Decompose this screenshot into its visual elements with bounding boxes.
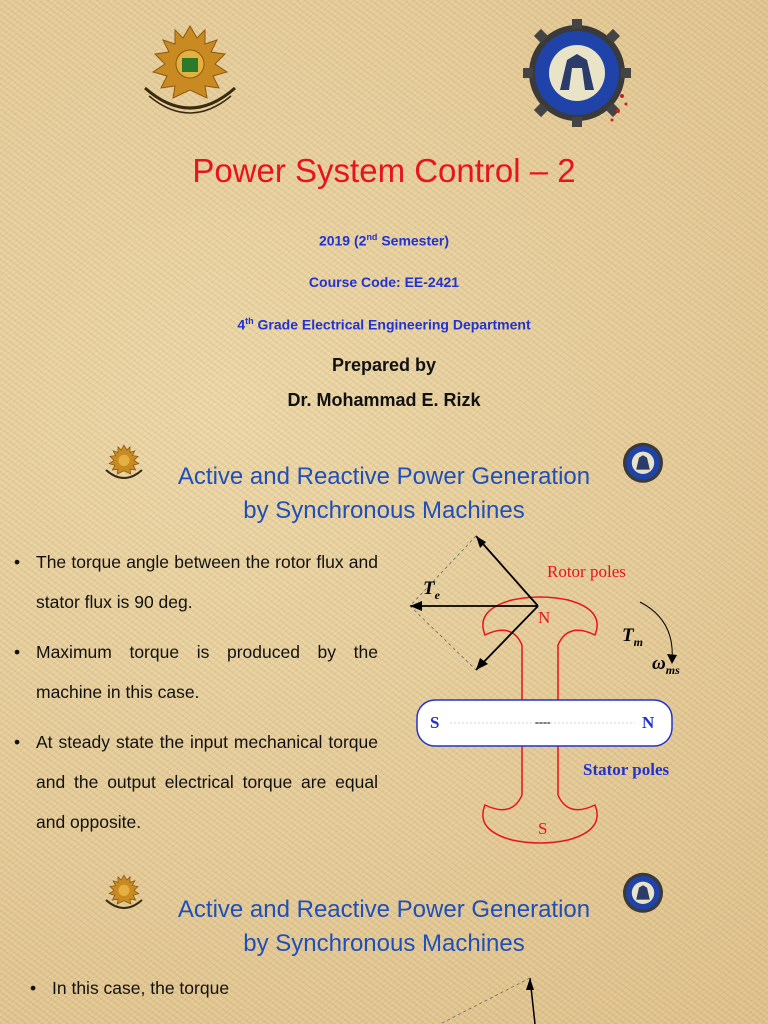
semester-line: 2019 (2nd Semester): [0, 232, 768, 249]
te-subscript: e: [434, 587, 440, 602]
tm-subscript: m: [633, 634, 643, 649]
bullet-text: At steady state the input mechanical tor…: [36, 732, 378, 832]
omega-subscript: ms: [665, 662, 680, 677]
university-seal-logo: [144, 25, 236, 114]
rotor-north-pole: N: [538, 608, 551, 627]
stator-north-pole: N: [642, 713, 655, 732]
bullet-item: •At steady state the input mechanical to…: [14, 722, 378, 842]
slide-synchronous-machines-1: Active and Reactive Power Generation by …: [0, 430, 768, 860]
slide-synchronous-machines-2: Active and Reactive Power Generation by …: [0, 860, 768, 1024]
slide-title-page: Power System Control – 2 2019 (2nd Semes…: [0, 0, 768, 430]
te-symbol: T: [423, 578, 435, 599]
bullet-item: •Maximum torque is produced by the machi…: [14, 632, 378, 712]
slide-heading-line2: by Synchronous Machines: [243, 497, 525, 524]
course-code: Course Code: EE-2421: [308, 274, 460, 290]
bullet-list: •The torque angle between the rotor flux…: [14, 542, 378, 852]
small-university-seal-icon: [105, 444, 143, 479]
synchronous-machine-diagram: [409, 535, 677, 844]
partial-diagram: [439, 977, 536, 1024]
small-university-seal-icon: [105, 874, 143, 909]
rotor-poles-label: Rotor poles: [547, 562, 626, 581]
course-title: Power System Control – 2: [192, 152, 576, 189]
rotor-south-pole: S: [538, 819, 548, 838]
mechanical-torque-label: Tm: [622, 625, 643, 650]
semester-suffix: Semester): [377, 232, 450, 249]
stator-south-pole: S: [430, 713, 440, 732]
small-faculty-gear-icon: [623, 442, 663, 483]
bullet-text: The torque angle between the rotor flux …: [36, 552, 378, 612]
semester-ordinal: nd: [366, 232, 378, 242]
stator-poles-label: Stator poles: [583, 760, 670, 779]
bullet-item: •In this case, the torque: [30, 978, 230, 998]
bullet-text: Maximum torque is produced by the machin…: [36, 642, 378, 702]
grade-number: 4: [237, 316, 246, 333]
electrical-torque-label: Te: [423, 578, 440, 603]
slide-heading-line1: Active and Reactive Power Generation: [177, 896, 591, 923]
department-text: Grade Electrical Engineering Department: [253, 316, 531, 333]
rotor-outline: [482, 596, 598, 844]
angular-speed-label: ωms: [652, 653, 680, 678]
faculty-gear-logo: [523, 19, 631, 127]
small-faculty-gear-icon: [623, 872, 663, 913]
semester-prefix: 2019 (2: [318, 232, 367, 249]
prepared-by-label: Prepared by: [331, 355, 437, 375]
slide-heading-line1: Active and Reactive Power Generation: [177, 463, 591, 490]
tm-symbol: T: [622, 625, 634, 646]
omega-symbol: ω: [652, 653, 666, 674]
bullet-item: •The torque angle between the rotor flux…: [14, 542, 378, 622]
slide-heading-line2: by Synchronous Machines: [243, 930, 525, 957]
author-name: Dr. Mohammad E. Rizk: [287, 390, 481, 410]
bullet-text: In this case, the torque: [52, 978, 230, 998]
grade-ordinal: th: [245, 316, 254, 326]
department-line: 4th Grade Electrical Engineering Departm…: [0, 316, 768, 333]
